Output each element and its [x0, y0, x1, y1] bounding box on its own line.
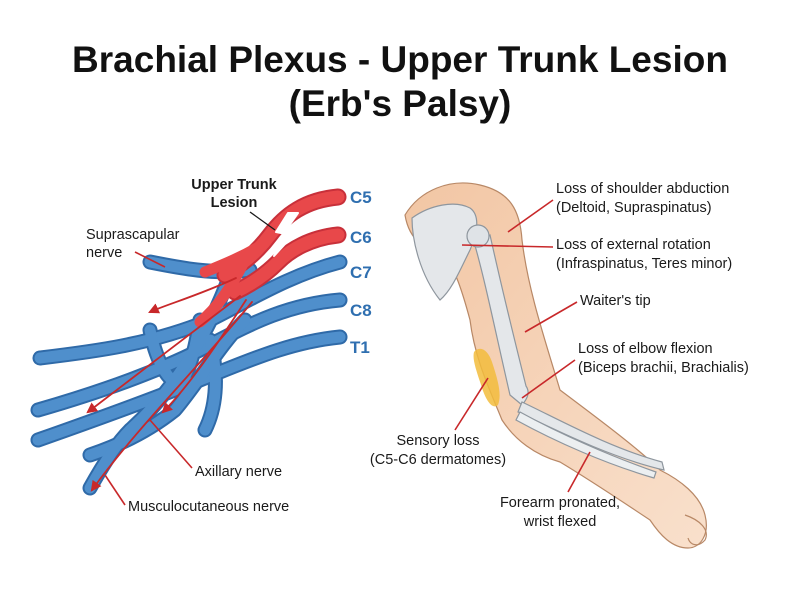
- arm-labels: Loss of shoulder abduction (Deltoid, Sup…: [370, 181, 749, 530]
- waiters-tip-pointer: [524, 301, 578, 333]
- title-line-2: (Erb's Palsy): [288, 83, 512, 124]
- external-rotation-line-2: (Infraspinatus, Teres minor): [556, 256, 732, 272]
- elbow-flexion-pointer: [521, 359, 576, 399]
- lightning-bolt-icon: [273, 212, 299, 257]
- arm-illustration: [404, 182, 707, 549]
- axillary-label: Axillary nerve: [195, 464, 282, 480]
- forearm-pointer: [567, 451, 591, 493]
- page-title: Brachial Plexus - Upper Trunk Lesion (Er…: [0, 38, 800, 126]
- root-label-c6: C6: [350, 228, 372, 247]
- external-rotation-pointer: [461, 244, 554, 248]
- shoulder-abduction-line-2: (Deltoid, Supraspinatus): [556, 200, 712, 216]
- root-label-t1: T1: [350, 338, 370, 357]
- forearm-line-2: wrist flexed: [523, 514, 597, 530]
- shoulder-abduction-pointer: [507, 199, 554, 233]
- suprascapular-pointer: [134, 251, 166, 268]
- waiters-tip-label: Waiter's tip: [580, 293, 651, 309]
- title-line-1: Brachial Plexus - Upper Trunk Lesion: [72, 39, 728, 80]
- shoulder-abduction-line-1: Loss of shoulder abduction: [556, 181, 729, 197]
- elbow-flexion-line-2: (Biceps brachii, Brachialis): [578, 360, 749, 376]
- axillary-pointer: [149, 419, 193, 469]
- sensory-loss-line-1: Sensory loss: [396, 433, 479, 449]
- lesion-label-line-2: Lesion: [211, 195, 258, 211]
- suprascapular-label-line-1: Suprascapular: [86, 227, 180, 243]
- external-rotation-line-1: Loss of external rotation: [556, 237, 711, 253]
- suprascapular-label-line-2: nerve: [86, 245, 122, 261]
- elbow-flexion-line-1: Loss of elbow flexion: [578, 341, 713, 357]
- lesion-label-line-1: Upper Trunk: [191, 177, 277, 193]
- brachial-plexus: [30, 188, 348, 496]
- musculocutaneous-pointer: [104, 474, 126, 506]
- sensory-loss-area: [473, 348, 500, 407]
- forearm-line-1: Forearm pronated,: [500, 495, 620, 511]
- sensory-loss-line-2: (C5-C6 dermatomes): [370, 452, 506, 468]
- root-label-c7: C7: [350, 263, 372, 282]
- sensory-loss-pointer: [454, 377, 489, 431]
- musculocutaneous-label: Musculocutaneous nerve: [128, 499, 289, 515]
- root-label-c8: C8: [350, 301, 372, 320]
- lesion-pointer: [249, 211, 276, 231]
- root-label-c5: C5: [350, 188, 372, 207]
